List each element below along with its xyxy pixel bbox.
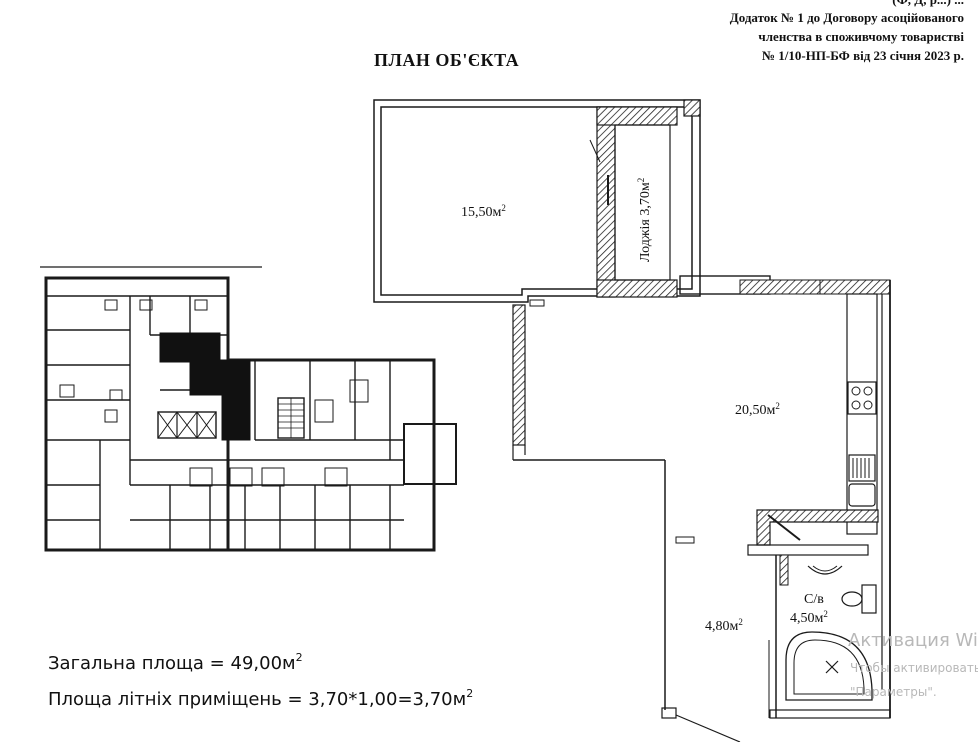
header-line-0: (Ф, Д, р...) ... (892, 0, 964, 8)
bathroom-label: С/в (804, 592, 824, 607)
room-area-hall: 4,80м2 (705, 617, 743, 634)
total-area: Загальна площа = 49,00м2 (48, 651, 303, 674)
watermark-title: Активация Windows (848, 630, 978, 651)
loggia-label: Лоджія 3,70м2 (636, 177, 653, 262)
room-area-kitchen: 20,50м2 (735, 401, 780, 418)
room-area-bathroom: 4,50м2 (790, 609, 828, 626)
header-line-2: членства в споживчому товаристві (758, 29, 964, 44)
watermark-line-3: "Параметры". (850, 685, 937, 699)
apartment-plan (373, 99, 891, 742)
watermark-line-2: Чтобы активировать Windows, перейдите в … (850, 661, 978, 675)
header-line-1: Додаток № 1 до Договору асоційованого (729, 10, 964, 25)
summer-area: Площа літніх приміщень = 3,70*1,00=3,70м… (48, 687, 474, 710)
highlighted-apartment (159, 332, 251, 441)
page-title: ПЛАН ОБ'ЄКТА (374, 50, 520, 70)
header-line-3: № 1/10-НП-БФ від 23 січня 2023 р. (761, 48, 964, 63)
building-key-plan (40, 266, 457, 552)
room-area-main: 15,50м2 (461, 203, 506, 220)
